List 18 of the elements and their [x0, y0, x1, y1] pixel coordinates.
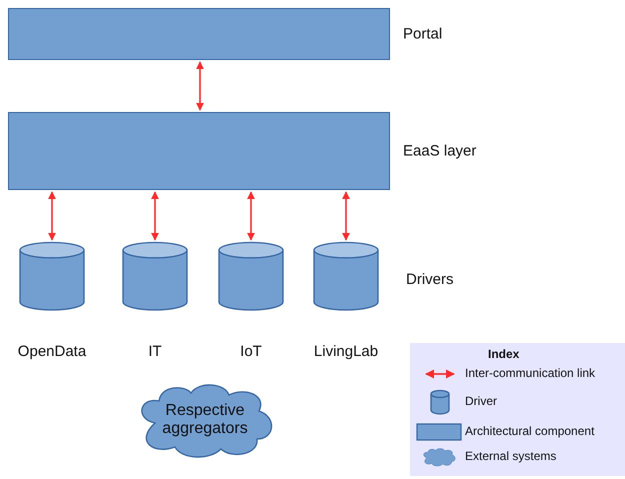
driver-label: LivingLab	[314, 343, 378, 360]
legend-label: External systems	[465, 449, 556, 463]
double-arrow	[342, 191, 350, 241]
cloud-label: Respective aggregators	[161, 402, 249, 438]
legend-label: Inter-communication link	[465, 366, 596, 380]
legend-label: Driver	[465, 394, 497, 408]
layer-label: Drivers	[406, 271, 454, 288]
double-arrow	[247, 191, 255, 241]
legend-label: Architectural component	[465, 424, 594, 438]
double-arrow	[196, 61, 204, 111]
layer-label: EaaS layer	[403, 142, 476, 160]
driver-label: IoT	[240, 343, 262, 360]
double-arrow	[151, 191, 159, 241]
driver-label: OpenData	[18, 343, 86, 360]
legend-title: Index	[488, 347, 520, 361]
driver-label: IT	[148, 343, 162, 360]
double-arrow	[48, 191, 56, 241]
layer-label: Portal	[403, 26, 442, 42]
